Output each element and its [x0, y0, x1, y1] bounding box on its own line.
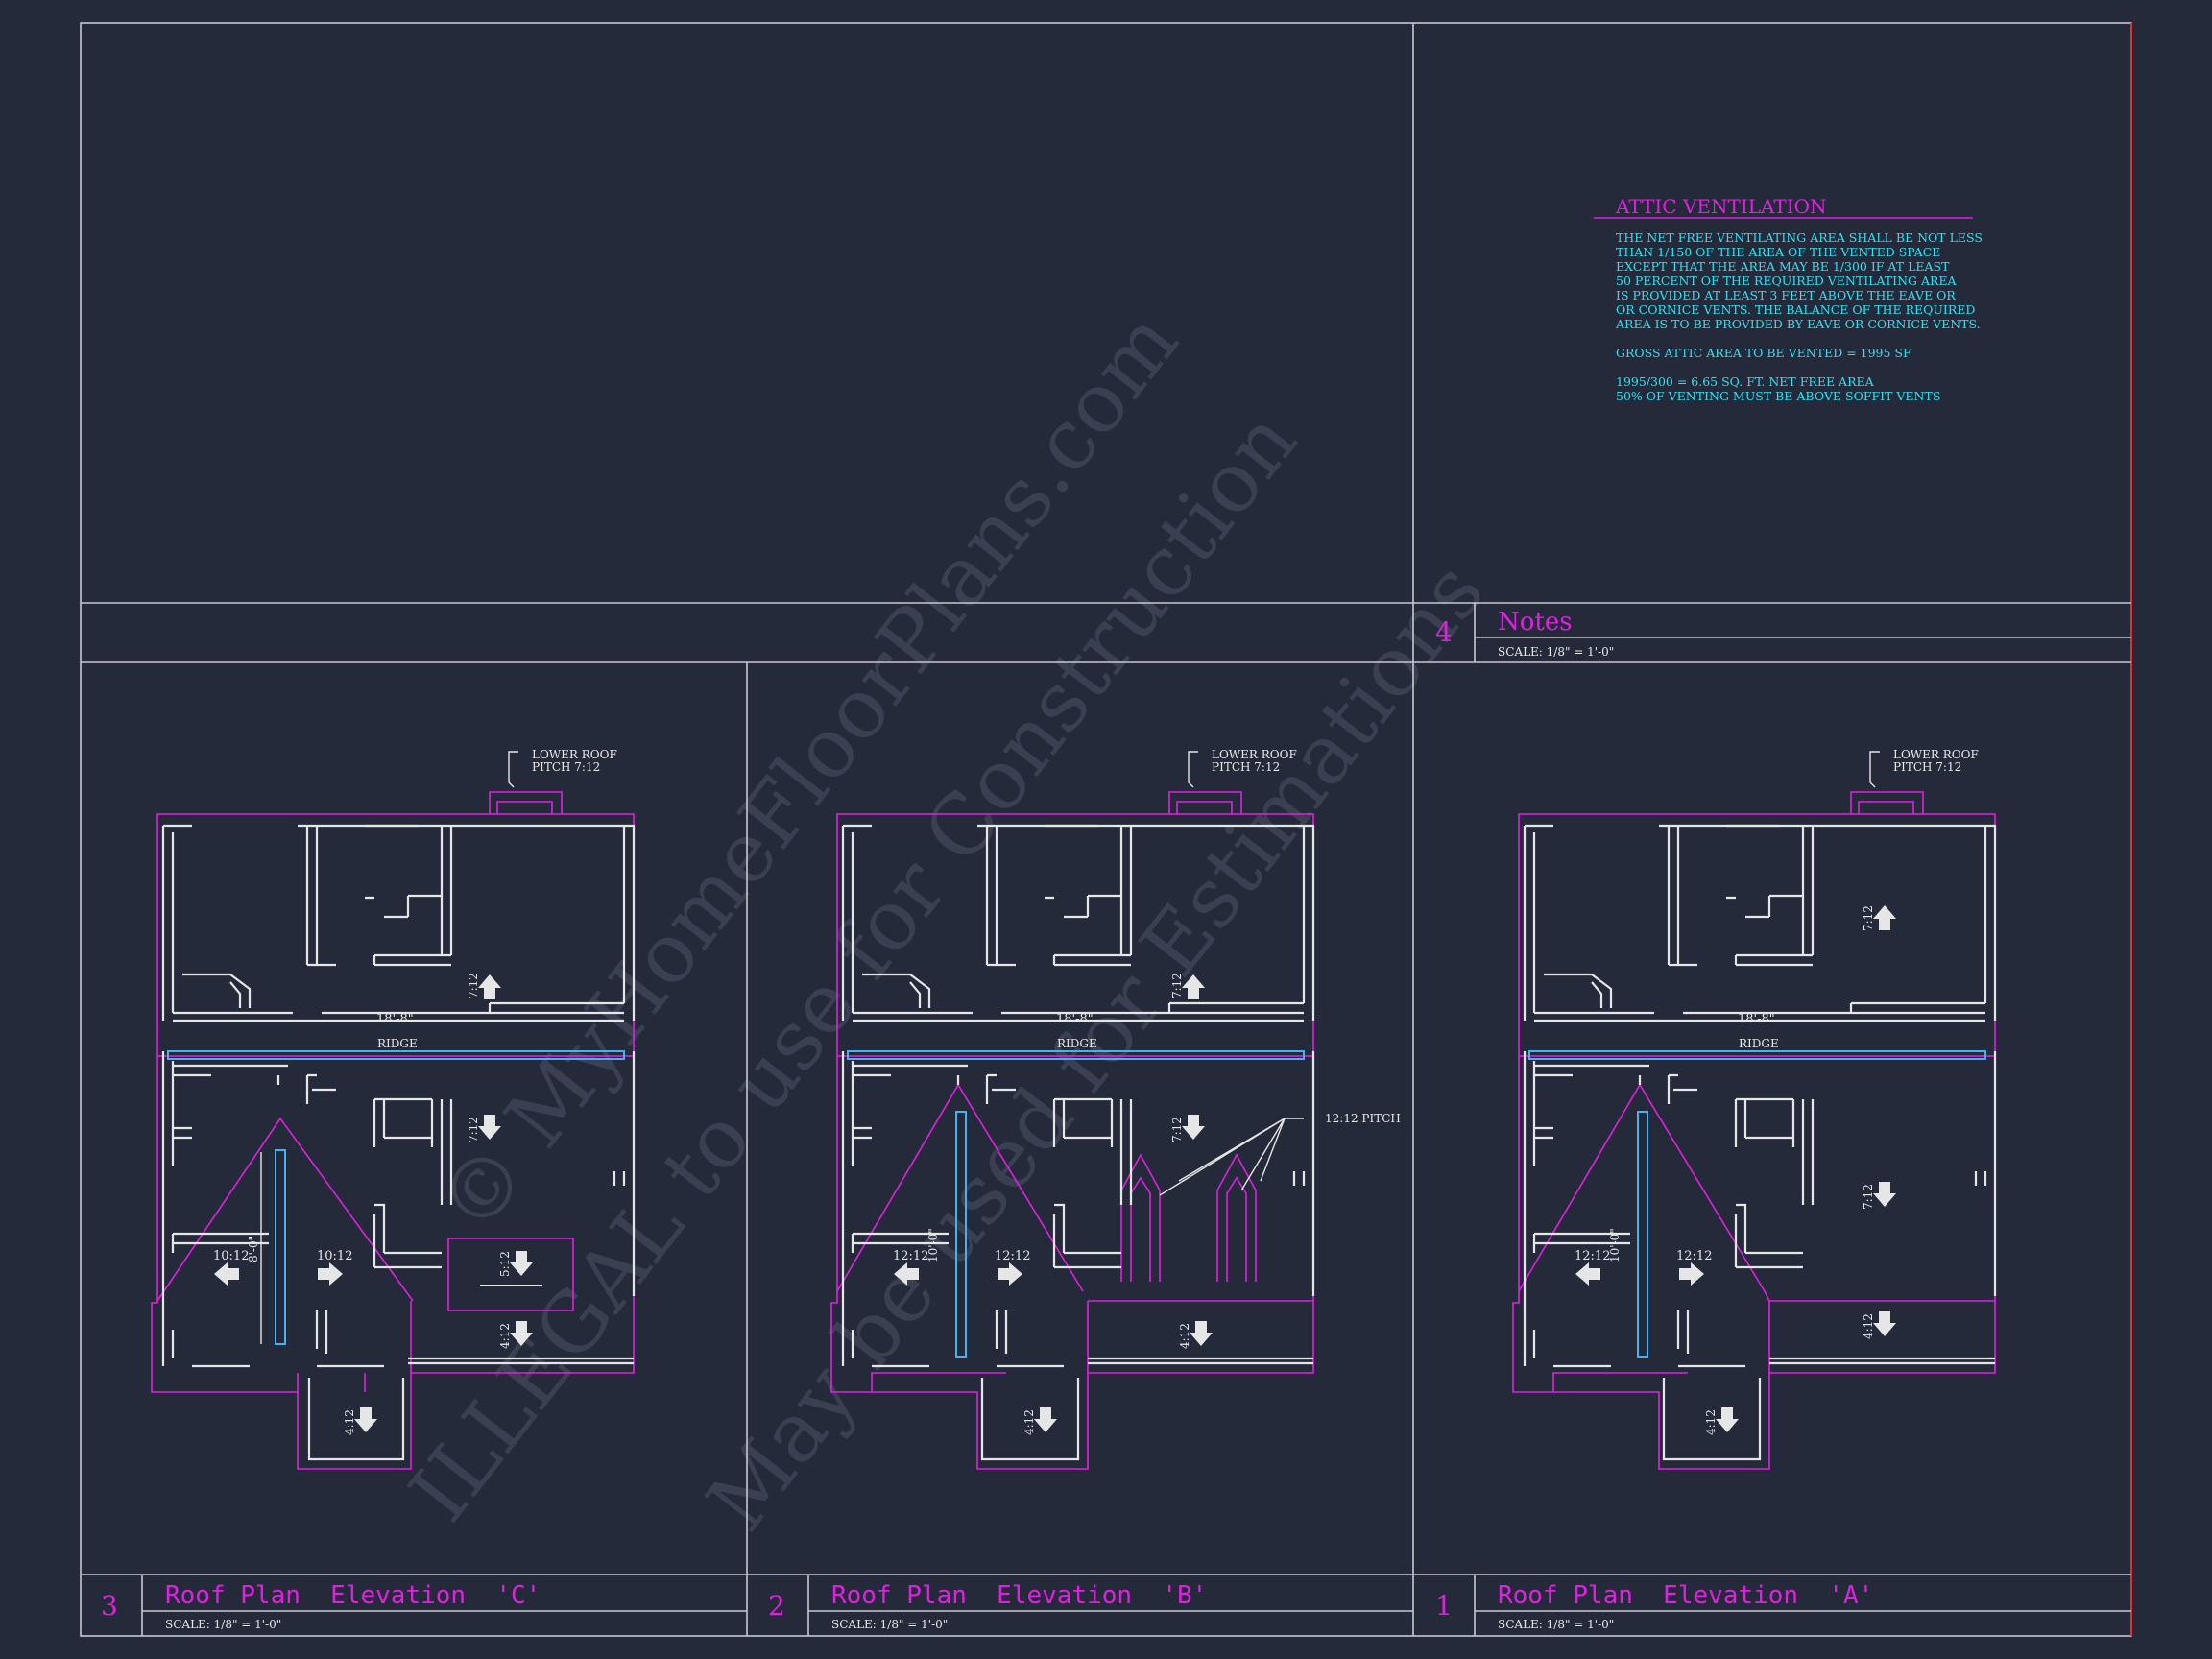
- sheet-frame: [80, 22, 2132, 1637]
- pitch-mid: 7:12: [1170, 1117, 1184, 1142]
- callout-line-1: LOWER ROOF: [1893, 748, 1979, 761]
- vent-line-6: OR CORNICE VENTS. THE BALANCE OF THE REQ…: [1616, 302, 1975, 317]
- pitch-left: 10:12: [213, 1249, 249, 1263]
- notes-panel: ATTIC VENTILATION THE NET FREE VENTILATI…: [1435, 195, 1983, 659]
- pitch-right: 10:12: [317, 1249, 352, 1263]
- pitch-right: 12:12: [1676, 1249, 1712, 1263]
- ridge-label: RIDGE: [377, 1037, 418, 1050]
- pitch-porch: 4:12: [1704, 1409, 1718, 1435]
- vent-line-4: 50 PERCENT OF THE REQUIRED VENTILATING A…: [1616, 274, 1958, 288]
- pitch-right: 12:12: [995, 1249, 1030, 1263]
- pitch-box: 5:12: [498, 1251, 512, 1277]
- pitch-upper: 7:12: [1170, 973, 1184, 998]
- dim-width: 18'-8": [1056, 1012, 1094, 1026]
- ventilation-text: THE NET FREE VENTILATING AREA SHALL BE N…: [1615, 230, 1983, 403]
- callout-line-2: PITCH 7:12: [532, 760, 600, 774]
- plan-title: Roof Plan Elevation 'A': [1498, 1581, 1873, 1610]
- dim-width: 18'-8": [376, 1012, 414, 1026]
- pitch-porch: 4:12: [1022, 1409, 1036, 1435]
- ridge-label: RIDGE: [1739, 1037, 1779, 1050]
- dormer-note: 12:12 PITCH: [1325, 1112, 1401, 1125]
- dim-vertical: 10'-0": [926, 1228, 940, 1262]
- title-block-c: 3 Roof Plan Elevation 'C' SCALE: 1/8" = …: [101, 1581, 541, 1631]
- title-block-b: 2 Roof Plan Elevation 'B' SCALE: 1/8" = …: [768, 1581, 1207, 1631]
- plan-scale: SCALE: 1/8" = 1'-0": [1498, 1618, 1614, 1631]
- dim-width: 18'-8": [1738, 1012, 1775, 1026]
- roof-plan-a: LOWER ROOF PITCH 7:12 18'-8" RIDGE 7:12 …: [1512, 748, 1997, 1470]
- dim-vertical: 10'-0": [1608, 1228, 1622, 1262]
- gross-attic-area: GROSS ATTIC AREA TO BE VENTED = 1995 SF: [1616, 346, 1911, 360]
- vent-line-7: AREA IS TO BE PROVIDED BY EAVE OR CORNIC…: [1615, 317, 1981, 331]
- ridge-label: RIDGE: [1057, 1037, 1097, 1050]
- pitch-mid: 7:12: [1862, 1184, 1875, 1210]
- attic-ventilation-heading: ATTIC VENTILATION: [1615, 195, 1827, 218]
- calc-line-2: 50% OF VENTING MUST BE ABOVE SOFFIT VENT…: [1616, 389, 1940, 403]
- vent-line-2: THAN 1/150 OF THE AREA OF THE VENTED SPA…: [1616, 245, 1940, 259]
- plan-title: Roof Plan Elevation 'B': [831, 1581, 1207, 1610]
- callout-line-2: PITCH 7:12: [1212, 760, 1280, 774]
- pitch-lower: 4:12: [1178, 1323, 1191, 1349]
- plan-number: 2: [768, 1590, 785, 1622]
- callout-line-1: LOWER ROOF: [1212, 748, 1297, 761]
- roof-plan-c: LOWER ROOF PITCH 7:12 18'-8" RIDGE 7:12 …: [151, 748, 636, 1470]
- vent-line-3: EXCEPT THAT THE AREA MAY BE 1/300 IF AT …: [1616, 259, 1950, 274]
- plan-title: Roof Plan Elevation 'C': [165, 1581, 541, 1610]
- vent-line-1: THE NET FREE VENTILATING AREA SHALL BE N…: [1616, 230, 1983, 245]
- watermark: © MyHomeFloorPlans.com ILLEGAL to use fo…: [392, 295, 1503, 1549]
- notes-number: 4: [1435, 616, 1453, 648]
- vent-line-5: IS PROVIDED AT LEAST 3 FEET ABOVE THE EA…: [1616, 288, 1956, 302]
- pitch-upper: 7:12: [467, 973, 480, 998]
- pitch-mid: 7:12: [467, 1117, 480, 1142]
- pitch-lower: 4:12: [498, 1323, 512, 1349]
- notes-scale: SCALE: 1/8" = 1'-0": [1498, 645, 1614, 659]
- dim-vertical: 8'-0": [247, 1236, 260, 1262]
- roof-plan-b: LOWER ROOF PITCH 7:12 18'-8" RIDGE 7:12 …: [830, 748, 1401, 1470]
- pitch-lower: 4:12: [1862, 1313, 1875, 1339]
- plan-number: 3: [101, 1590, 118, 1622]
- pitch-left: 12:12: [1575, 1249, 1610, 1263]
- pitch-porch: 4:12: [343, 1409, 356, 1435]
- callout-line-2: PITCH 7:12: [1893, 760, 1961, 774]
- calc-line-1: 1995/300 = 6.65 SQ. FT. NET FREE AREA: [1616, 374, 1875, 389]
- plan-number: 1: [1435, 1590, 1453, 1622]
- plan-scale: SCALE: 1/8" = 1'-0": [831, 1618, 948, 1631]
- pitch-upper: 7:12: [1862, 905, 1875, 931]
- pitch-left: 12:12: [893, 1249, 928, 1263]
- callout-line-1: LOWER ROOF: [532, 748, 617, 761]
- notes-title: Notes: [1498, 608, 1573, 637]
- title-block-a: 1 Roof Plan Elevation 'A' SCALE: 1/8" = …: [1435, 1581, 1873, 1631]
- plan-scale: SCALE: 1/8" = 1'-0": [165, 1618, 281, 1631]
